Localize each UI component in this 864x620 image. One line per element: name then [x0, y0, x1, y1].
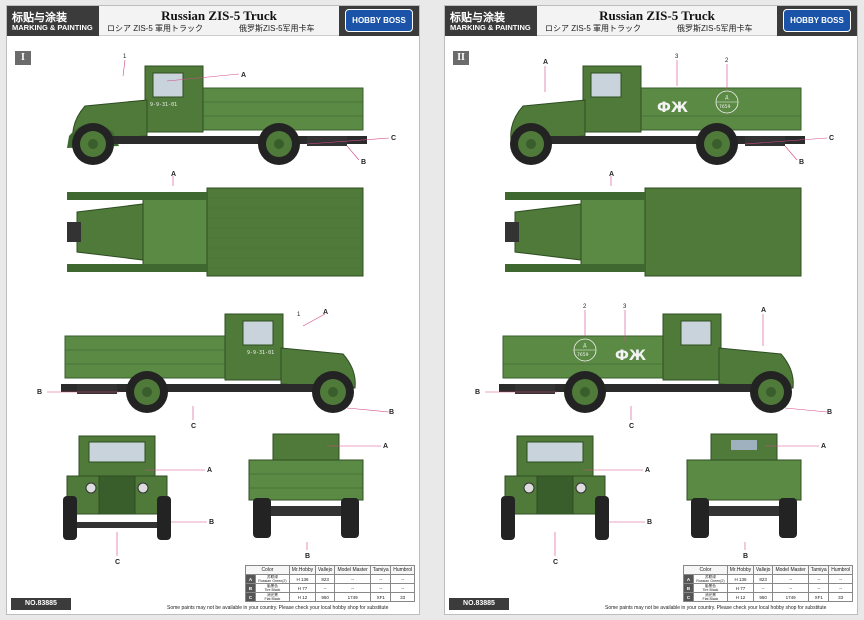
front-view	[63, 435, 171, 540]
circle-marking-number: 7659	[577, 352, 589, 358]
kit-number: NO.83885	[11, 598, 71, 610]
side-view-right: Д 7659 ФЖ	[499, 313, 794, 413]
callout-b: B	[647, 519, 652, 526]
subtitle-cn: 俄罗斯ZIS-5军用卡车	[677, 24, 753, 33]
callout-b: B	[827, 409, 832, 416]
rear-view	[248, 433, 364, 538]
truck-views-2: ФЖ Д 7659 Д	[475, 54, 834, 566]
header-cn-label: 标贴与涂装	[12, 12, 67, 24]
callout-2: 2	[725, 58, 729, 64]
marking-fzh: ФЖ	[615, 348, 646, 364]
top-view	[505, 187, 802, 277]
scheme-number: I	[15, 51, 31, 65]
side-view-right: 9-9-31-01	[61, 313, 356, 413]
col-humbrol: Humbrol	[390, 565, 415, 575]
callout-a: A	[241, 72, 246, 79]
marking-sheet-1: 标贴与涂装 MARKING & PAINTING Russian ZIS-5 T…	[6, 5, 420, 615]
paint-availability-note: Some paints may not be available in your…	[167, 605, 389, 611]
col-vallejo: Vallejo	[753, 565, 774, 575]
paint-table: Color Mr.Hobby Vallejo Model Master Tami…	[245, 565, 415, 602]
page-title: Russian ZIS-5 Truck	[161, 8, 277, 23]
callout-b: B	[475, 389, 480, 396]
subtitle-jp: ロシア ZIS-5 軍用トラック	[107, 24, 204, 33]
callout-a: A	[543, 59, 548, 66]
col-model-master: Model Master	[772, 565, 810, 575]
callout-b: B	[743, 553, 748, 560]
circle-marking-number: 7659	[719, 104, 731, 110]
col-mrhobby: Mr.Hobby	[726, 565, 755, 575]
subtitle-jp: ロシア ZIS-5 軍用トラック	[545, 24, 642, 33]
rear-view	[686, 433, 802, 538]
top-view	[67, 187, 364, 277]
header-cn-label: 标贴与涂装	[450, 12, 505, 24]
sheet-header: 标贴与涂装 MARKING & PAINTING Russian ZIS-5 T…	[7, 6, 419, 36]
callout-2: 2	[583, 304, 587, 310]
callout-a: A	[821, 443, 826, 450]
col-model-master: Model Master	[334, 565, 372, 575]
callout-a: A	[171, 171, 176, 178]
marking-fzh: ФЖ	[657, 100, 688, 116]
side-view-left: ФЖ Д 7659	[510, 65, 805, 165]
callout-a: A	[207, 467, 212, 474]
paint-table: Color Mr.Hobby Vallejo Model Master Tami…	[683, 565, 853, 602]
circle-marking-top: Д	[583, 343, 587, 349]
callout-1: 1	[123, 54, 127, 60]
callout-b: B	[37, 389, 42, 396]
col-color: Color	[683, 565, 728, 575]
col-tamiya: Tamiya	[370, 565, 392, 575]
marking-sheet-2: 标贴与涂装 MARKING & PAINTING Russian ZIS-5 T…	[444, 5, 858, 615]
page-title: Russian ZIS-5 Truck	[599, 8, 715, 23]
hobbyboss-logo: HOBBY BOSS	[345, 9, 413, 32]
callout-c: C	[629, 423, 634, 430]
callout-a: A	[383, 443, 388, 450]
callout-a: A	[645, 467, 650, 474]
col-vallejo: Vallejo	[315, 565, 336, 575]
circle-marking-top: Д	[725, 95, 729, 101]
callout-a: A	[609, 171, 614, 178]
callout-b: B	[361, 159, 366, 166]
front-view	[501, 435, 609, 540]
callout-1: 1	[297, 312, 301, 318]
paint-availability-note: Some paints may not be available in your…	[605, 605, 827, 611]
scheme-number: II	[453, 51, 469, 65]
callout-c: C	[191, 423, 196, 430]
callout-3: 3	[623, 304, 627, 310]
header-title-panel	[99, 6, 339, 36]
callout-b: B	[799, 159, 804, 166]
callout-c: C	[829, 135, 834, 142]
callout-b: B	[305, 553, 310, 560]
col-color: Color	[245, 565, 290, 575]
callout-a: A	[323, 309, 328, 316]
license-plate-right: 9-9-31-01	[247, 350, 274, 356]
header-title-panel	[537, 6, 777, 36]
truck-views-1: 9-9-31-01	[37, 54, 396, 566]
col-mrhobby: Mr.Hobby	[288, 565, 317, 575]
callout-b: B	[209, 519, 214, 526]
callout-a: A	[761, 307, 766, 314]
sheet-header: 标贴与涂装 MARKING & PAINTING Russian ZIS-5 T…	[445, 6, 857, 36]
callout-3: 3	[675, 54, 679, 60]
header-en-label: MARKING & PAINTING	[12, 23, 93, 32]
callout-c: C	[115, 559, 120, 566]
callout-b: B	[389, 409, 394, 416]
hobbyboss-logo: HOBBY BOSS	[783, 9, 851, 32]
col-tamiya: Tamiya	[808, 565, 830, 575]
subtitle-cn: 俄罗斯ZIS-5军用卡车	[239, 24, 315, 33]
col-humbrol: Humbrol	[828, 565, 853, 575]
callout-c: C	[553, 559, 558, 566]
callout-c: C	[391, 135, 396, 142]
license-plate: 9-9-31-01	[150, 102, 177, 108]
header-en-label: MARKING & PAINTING	[450, 23, 531, 32]
side-view-left: 9-9-31-01	[67, 65, 367, 165]
kit-number: NO.83885	[449, 598, 509, 610]
